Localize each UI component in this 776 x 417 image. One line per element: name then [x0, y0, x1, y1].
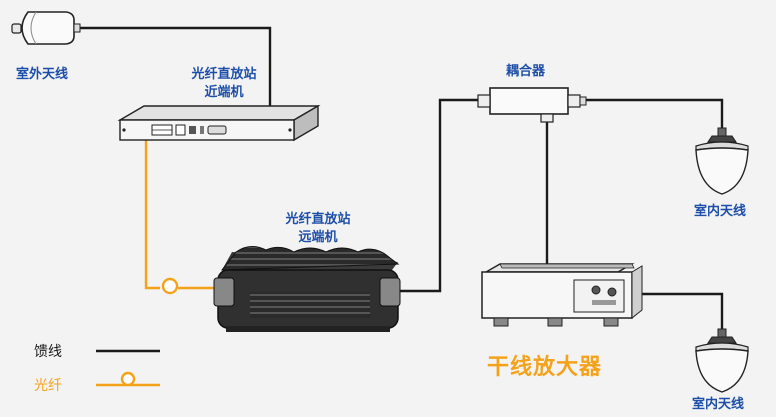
- far-end-label-line1: 光纤直放站: [285, 212, 351, 227]
- indoor-antenna-1: [695, 127, 749, 195]
- feeder-cables: [72, 26, 724, 333]
- outdoor-antenna-label: 室外天线: [16, 67, 69, 82]
- legend-fiber-line: [96, 371, 160, 387]
- indoor-antenna-2: [695, 328, 749, 393]
- far-end-unit-label: 光纤直放站 远端机: [263, 211, 373, 247]
- indoor-antenna-1-label: 室内天线: [694, 204, 747, 219]
- coupler-label: 耦合器: [506, 64, 546, 79]
- trunk-amplifier: [481, 263, 643, 327]
- legend-fiber-label: 光纤: [34, 378, 62, 394]
- near-end-unit-label: 光纤直放站 近端机: [169, 66, 279, 102]
- indoor-antenna-2-label: 室内天线: [692, 397, 745, 412]
- fiber-cable: [144, 140, 217, 295]
- near-end-label-line2: 近端机: [204, 85, 244, 100]
- outdoor-antenna: [11, 11, 81, 45]
- feeder-coupler-to-indoor1: [584, 98, 724, 132]
- near-end-label-line1: 光纤直放站: [191, 67, 257, 82]
- feeder-outdoor-to-near: [72, 26, 272, 128]
- far-end-label-line2: 远端机: [298, 230, 338, 245]
- trunk-amplifier-label: 干线放大器: [487, 355, 603, 380]
- near-end-unit: [117, 104, 321, 142]
- legend-feeder-label: 馈线: [34, 344, 62, 360]
- feeder-far-to-coupler: [400, 98, 478, 293]
- feeder-amplifier-to-indoor2: [634, 292, 724, 333]
- legend-symbols: [96, 349, 160, 387]
- coupler: [477, 87, 587, 123]
- far-end-unit: [213, 246, 401, 332]
